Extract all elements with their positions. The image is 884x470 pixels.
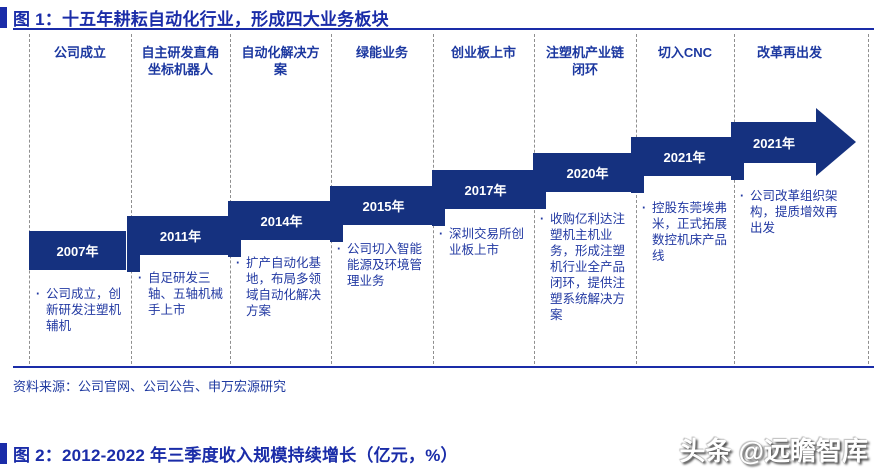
milestone-note: · 收购亿利达注塑机主机业务，形成注塑机行业全产品闭环，提供注塑系统解决方案 — [540, 211, 635, 323]
year-block: 2017年 — [432, 170, 539, 226]
figure1-title: 图 1：十五年耕耘自动化行业，形成四大业务板块 — [13, 10, 389, 29]
year-label: 2014年 — [260, 214, 303, 229]
milestone-note: · 自足研发三轴、五轴机械手上市 — [138, 270, 230, 318]
year-block: 2014年 — [228, 201, 335, 257]
column-header: 公司成立 — [53, 45, 106, 60]
year-block: 2021年 — [631, 137, 738, 193]
column-separator — [636, 34, 637, 364]
timeline-arrow-head-icon — [816, 108, 856, 176]
milestone-text: 控股东莞埃弗米，正式拓展数控机床产品线 — [652, 201, 728, 263]
year-block: 2015年 — [330, 186, 437, 242]
source-text: 资料来源：公司官网、公司公告、申万宏源研究 — [13, 379, 287, 394]
bullet-icon: · — [740, 189, 745, 203]
milestone-note: · 公司切入智能能源及环境管理业务 — [337, 241, 432, 289]
bullet-icon: · — [337, 242, 342, 256]
milestone-text: 公司切入智能能源及环境管理业务 — [347, 242, 423, 288]
column-header: 自主研发直角坐标机器人 — [141, 45, 220, 77]
year-label: 2020年 — [566, 166, 609, 181]
bullet-icon: · — [439, 227, 444, 241]
column-header: 创业板上市 — [450, 45, 516, 60]
column-separator — [131, 34, 132, 364]
figure1-title-underline — [13, 28, 874, 30]
milestone-note: · 公司成立，创新研发注塑机辅机 — [36, 286, 126, 334]
column-header: 绿能业务 — [355, 45, 408, 60]
year-label: 2011年 — [159, 229, 202, 244]
year-block: 2020年 — [533, 153, 642, 209]
bullet-icon: · — [138, 271, 143, 285]
year-label: 2021年 — [753, 136, 795, 151]
source-divider — [13, 366, 874, 368]
milestone-note: · 深圳交易所创业板上市 — [439, 226, 531, 258]
milestone-text: 扩产自动化基地，布局多领域自动化解决方案 — [246, 256, 322, 318]
watermark: 头条 @远瞻智库 — [679, 436, 868, 466]
column-separator — [230, 34, 231, 364]
figure2-title-marker-icon — [0, 443, 7, 464]
column-header: 改革再出发 — [756, 45, 822, 60]
column-header: 注塑机产业链闭环 — [545, 45, 624, 77]
year-block: 2007年 — [29, 231, 126, 270]
milestone-text: 自足研发三轴、五轴机械手上市 — [148, 271, 224, 317]
year-label: 2021年 — [663, 150, 706, 165]
year-block: 2011年 — [127, 216, 234, 272]
milestone-text: 深圳交易所创业板上市 — [449, 227, 525, 257]
column-header: 自动化解决方案 — [241, 45, 320, 77]
milestone-text: 公司成立，创新研发注塑机辅机 — [46, 287, 122, 333]
year-label: 2007年 — [56, 244, 99, 259]
milestone-note: · 控股东莞埃弗米，正式拓展数控机床产品线 — [642, 200, 734, 264]
year-block: 2021年 — [731, 122, 817, 180]
bullet-icon: · — [236, 256, 241, 270]
bullet-icon: · — [642, 201, 647, 215]
figure2-title: 图 2：2012-2022 年三季度收入规模持续增长（亿元，%） — [13, 446, 458, 465]
year-label: 2017年 — [464, 183, 507, 198]
figure1-title-marker-icon — [0, 7, 7, 28]
column-separator — [868, 34, 869, 364]
milestone-text: 收购亿利达注塑机主机业务，形成注塑机行业全产品闭环，提供注塑系统解决方案 — [550, 212, 626, 322]
milestone-text: 公司改革组织架构，提质增效再出发 — [750, 189, 838, 235]
year-label: 2015年 — [362, 199, 405, 214]
milestone-note: · 公司改革组织架构，提质增效再出发 — [740, 188, 840, 236]
milestone-note: · 扩产自动化基地，布局多领域自动化解决方案 — [236, 255, 330, 319]
bullet-icon: · — [540, 212, 545, 226]
column-separator — [29, 34, 30, 364]
column-header: 切入CNC — [657, 45, 713, 60]
bullet-icon: · — [36, 287, 41, 301]
column-separator — [734, 34, 735, 364]
